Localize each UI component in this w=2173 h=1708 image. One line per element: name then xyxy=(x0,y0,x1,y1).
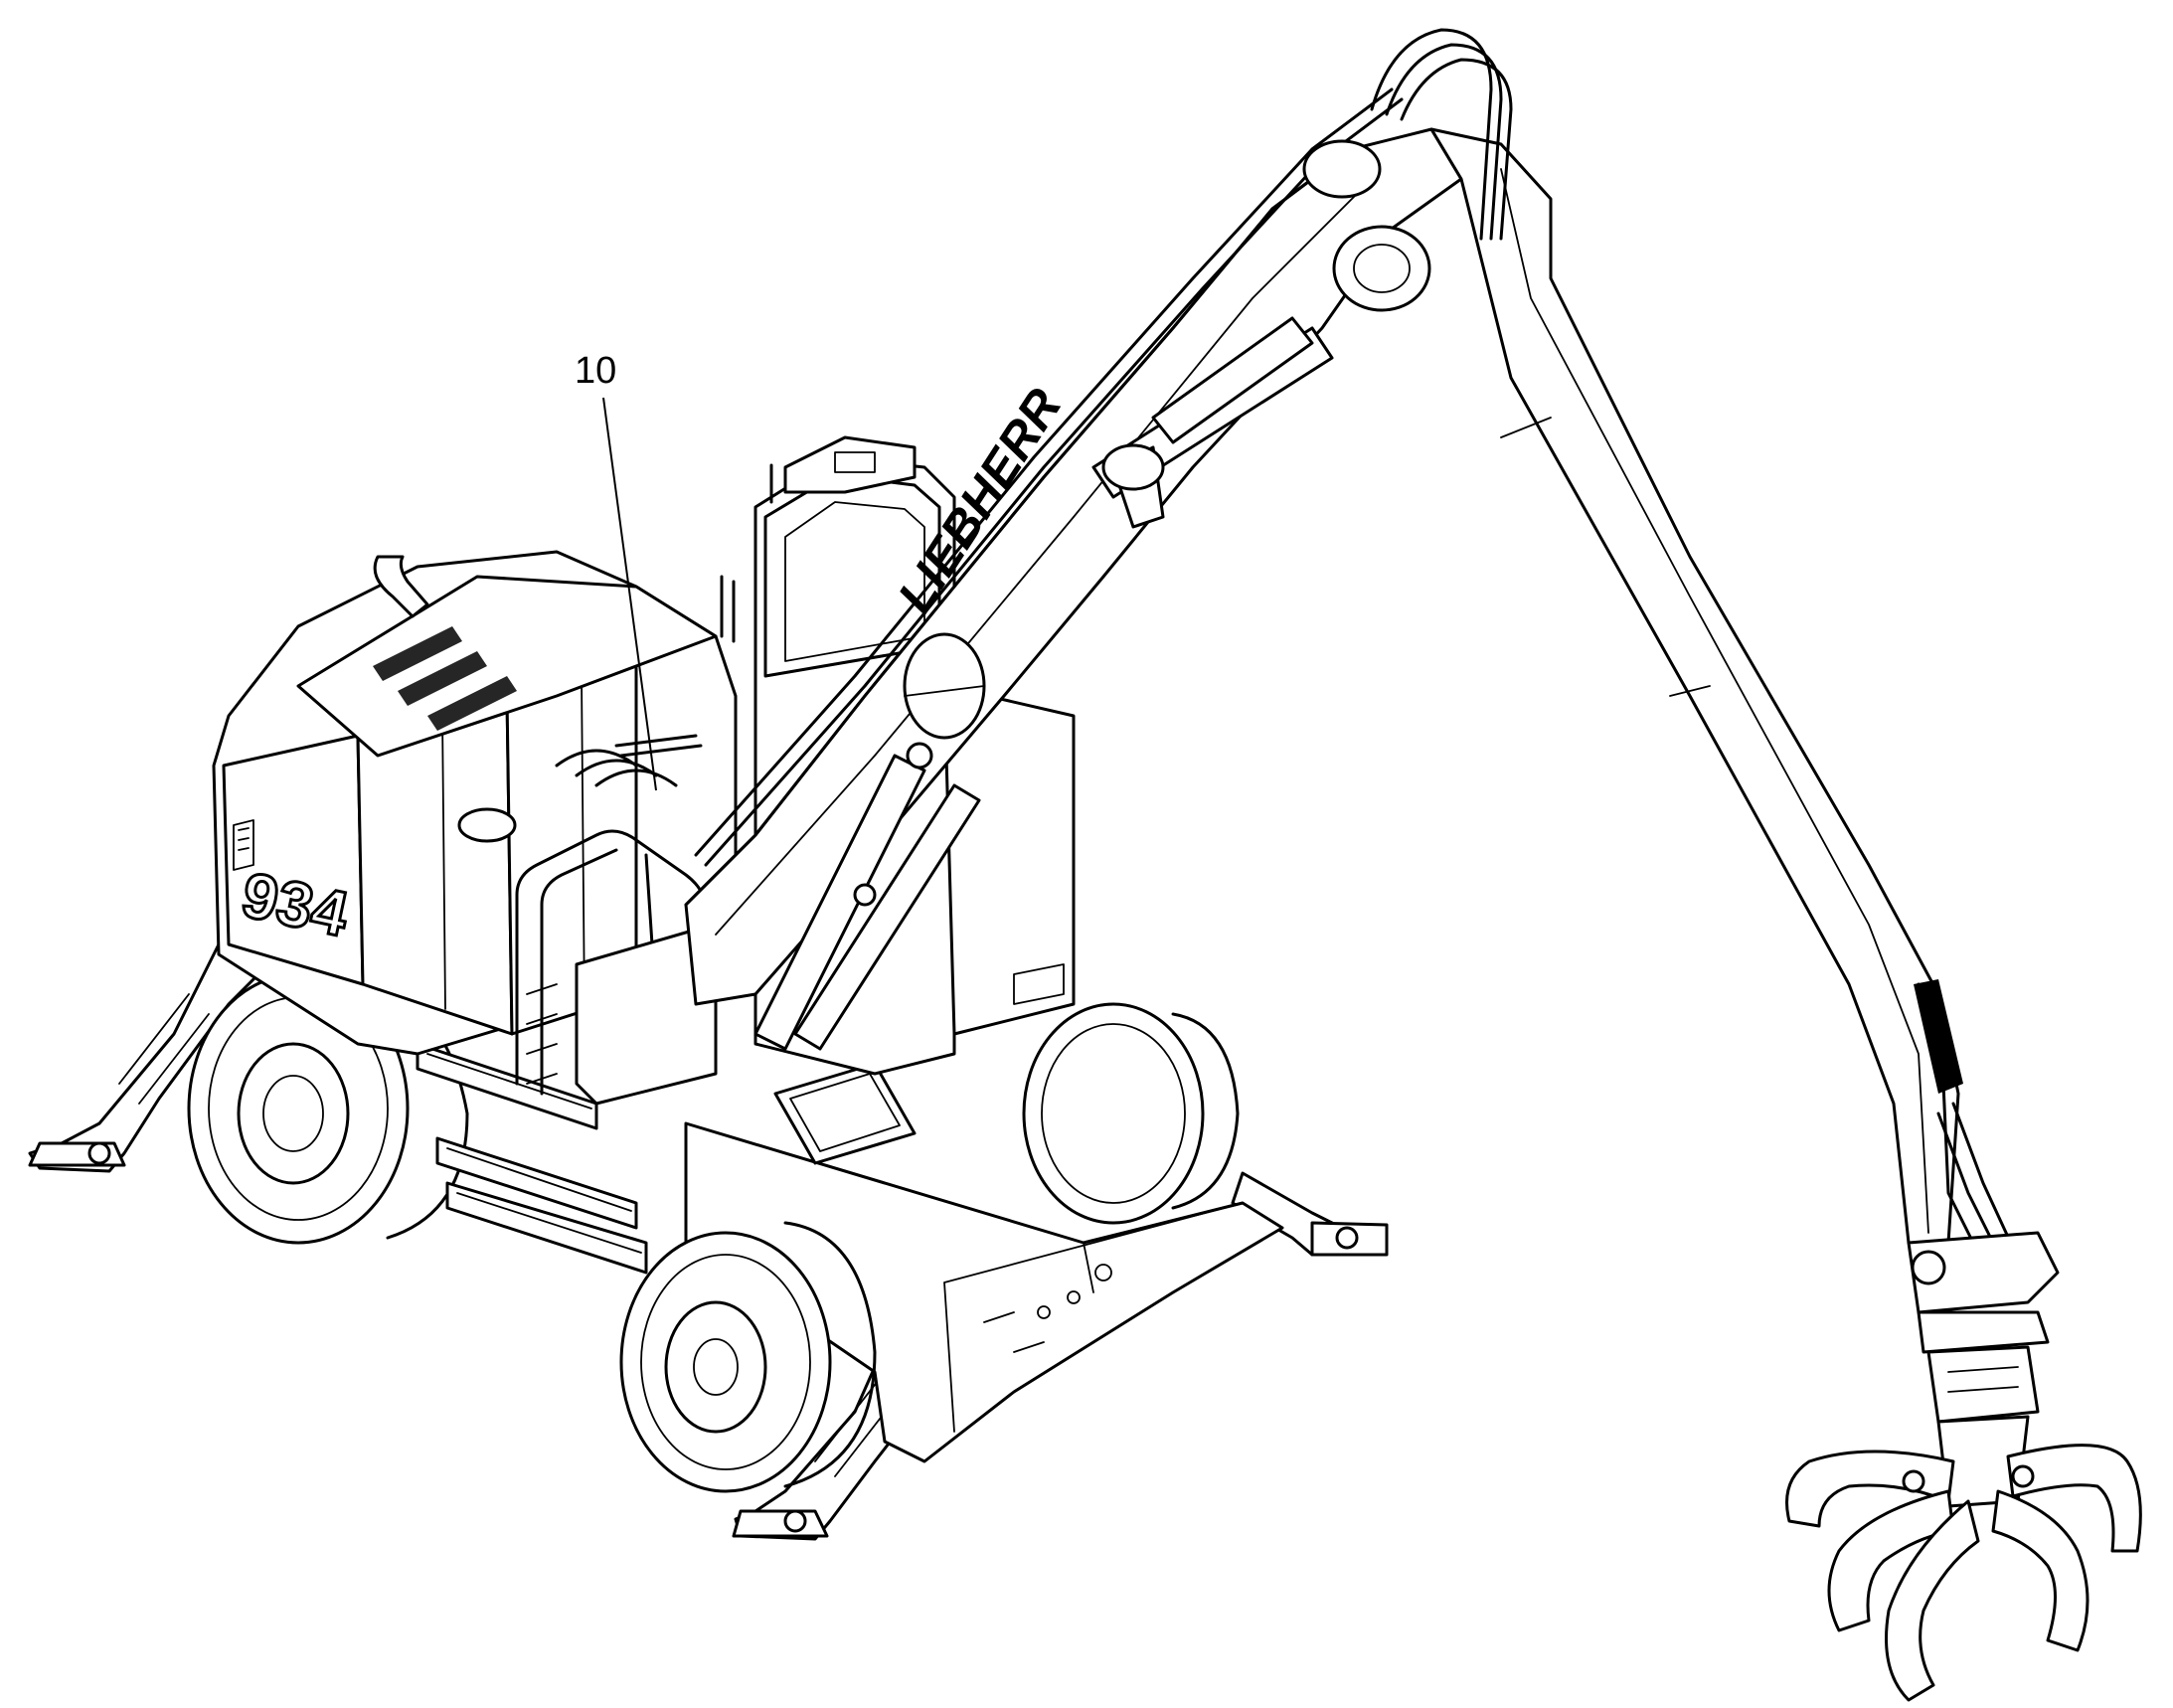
stick xyxy=(1370,28,2015,1255)
wheel-front-left xyxy=(619,1231,832,1493)
grapple xyxy=(1785,1231,2142,1702)
callout-10-label: 10 xyxy=(575,350,616,392)
access-steps xyxy=(416,1042,648,1275)
callout-10-leader xyxy=(602,397,657,791)
upper-carriage xyxy=(212,550,738,1056)
undercarriage xyxy=(684,1062,1284,1463)
callout-10: 10 xyxy=(575,350,657,791)
boom-cylinders xyxy=(753,632,986,1051)
outrigger-rear-right xyxy=(1231,1171,1389,1257)
wheel-rear-right xyxy=(1022,1002,1240,1225)
stick-cylinder xyxy=(1091,316,1334,529)
wheel-front-left-outer xyxy=(783,1221,877,1488)
